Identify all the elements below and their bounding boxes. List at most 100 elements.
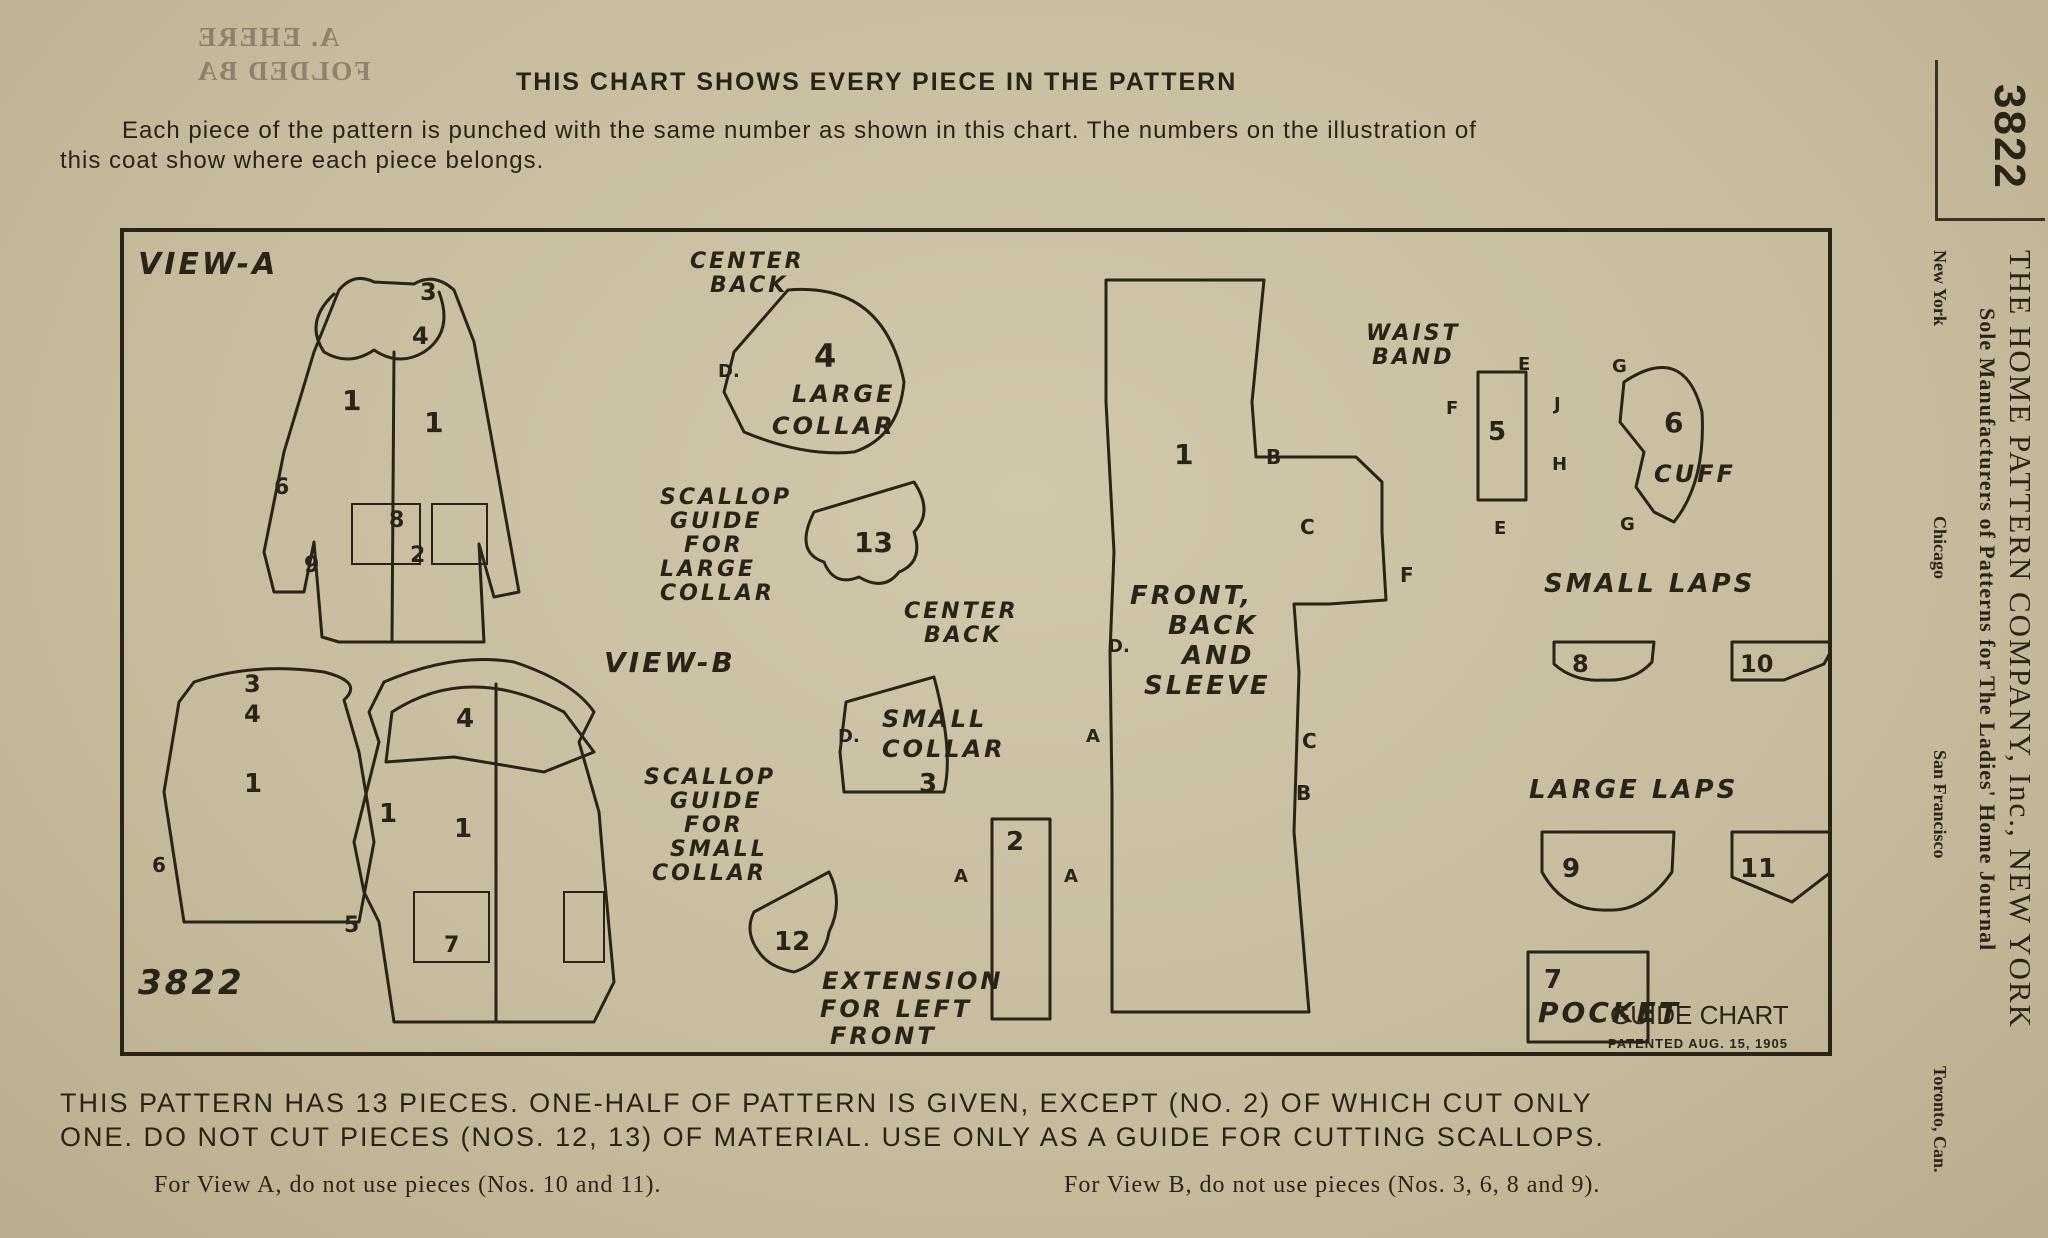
lap-9-num: 9: [1562, 854, 1580, 884]
notch-c-2: C: [1302, 729, 1317, 753]
view-b-note: For View B, do not use pieces (Nos. 3, 6…: [1064, 1172, 1601, 1198]
notch-d-1: D.: [718, 361, 740, 382]
large-collar-num: 4: [814, 337, 836, 375]
label-waist-b: BAND: [1372, 345, 1454, 370]
label-large-collar-b: COLLAR: [772, 412, 896, 440]
label-front-a: FRONT,: [1130, 581, 1253, 611]
piece-12-scallop-guide: SCALLOP GUIDE FOR SMALL COLLAR 12: [644, 765, 838, 974]
large-laps: LARGE LAPS 9 11: [1529, 775, 1828, 912]
view-a-num-3: 3: [420, 278, 437, 306]
view-a-coat-outline: [262, 276, 521, 644]
label-extension-b: FOR LEFT: [820, 995, 972, 1023]
view-a-center-front: [390, 350, 396, 644]
piece-7-pocket: 7 POCKET: [1526, 950, 1678, 1044]
view-b-num-1a: 1: [244, 769, 262, 799]
label-front-b: BACK: [1168, 611, 1258, 641]
piece-2-extension: 2 A A EXTENSION FOR LEFT FRONT: [820, 817, 1078, 1050]
notch-g-1: G: [1612, 356, 1627, 377]
notch-f: F: [1400, 563, 1414, 587]
scallop-guide-12-outline: [748, 870, 838, 974]
notch-d-3: D.: [1108, 636, 1130, 657]
guide-chart-frame: VIEW-A 3 4 1 1 6 8 9 2 VIEW-B 3 4 4: [120, 228, 1832, 1056]
extension-num: 2: [1006, 827, 1024, 857]
chart-heading: THIS CHART SHOWS EVERY PIECE IN THE PATT…: [516, 68, 1238, 96]
cuff-outline: [1618, 366, 1704, 524]
lap-9-outline: [1540, 830, 1676, 912]
side-imprint: [1925, 0, 2048, 1238]
footer-line-2: ONE. DO NOT CUT PIECES (NOS. 12, 13) OF …: [60, 1122, 1605, 1152]
view-b-num-3: 3: [244, 670, 261, 698]
label-extension-c: FRONT: [830, 1022, 937, 1050]
view-a-num-1a: 1: [342, 384, 361, 417]
label-center-back-1a: CENTER: [690, 249, 805, 274]
label-scallop-small-a: SCALLOP: [644, 765, 776, 790]
label-small-laps: SMALL LAPS: [1544, 569, 1755, 599]
view-b-num-5: 5: [344, 913, 359, 938]
large-collar-outline: [722, 287, 906, 455]
lap-8-outline: [1552, 640, 1656, 682]
lap-8-num: 8: [1572, 650, 1589, 678]
notch-b-1: B: [1266, 445, 1281, 469]
extension-outline: [990, 817, 1052, 1021]
patent-date: PATENTED AUG. 15, 1905: [1608, 1036, 1788, 1051]
lap-11-num: 11: [1740, 854, 1776, 884]
view-a-label: VIEW-A: [138, 247, 278, 282]
notch-j: J: [1552, 394, 1561, 415]
city-san-francisco: San Francisco: [1930, 750, 1950, 859]
label-large-laps: LARGE LAPS: [1529, 775, 1738, 805]
sole-manufacturers: Sole Manufacturers of Patterns for The L…: [1975, 308, 2000, 952]
front-back-sleeve-num: 1: [1174, 438, 1193, 471]
instructions-footer: THIS PATTERN HAS 13 PIECES. ONE-HALF OF …: [60, 1086, 1920, 1154]
label-large-collar-a: LARGE: [792, 380, 895, 408]
view-b-num-4b: 4: [456, 704, 474, 734]
view-a-num-4: 4: [412, 322, 429, 350]
stamp-line-2: FOLDED BA: [196, 56, 371, 86]
notch-g-2: G: [1620, 514, 1635, 535]
piece-5-waistband: WAIST BAND 5 E F J H E: [1366, 321, 1567, 539]
view-a-num-9: 9: [304, 553, 319, 578]
label-scallop-large-d: LARGE: [660, 557, 756, 582]
stamp-line-1: A. EHERE: [196, 22, 340, 52]
label-center-back-2b: BACK: [924, 623, 1002, 648]
label-front-d: SLEEVE: [1144, 671, 1271, 701]
intro-text: Each piece of the pattern is punched wit…: [60, 116, 1910, 176]
label-scallop-large-a: SCALLOP: [660, 485, 792, 510]
intro-line-2: this coat show where each piece belongs.: [60, 147, 545, 174]
view-a-pocket: [351, 503, 421, 565]
label-cuff: CUFF: [1654, 460, 1736, 488]
pocket-outline: [1526, 950, 1650, 1044]
intro-line-1: Each piece of the pattern is punched wit…: [122, 117, 1477, 144]
pattern-number: 3822: [1985, 84, 2034, 190]
footer-line-1: THIS PATTERN HAS 13 PIECES. ONE-HALF OF …: [60, 1088, 1593, 1118]
guide-chart-caption: GUIDE CHART: [1610, 1000, 1789, 1030]
view-b-num-6: 6: [152, 853, 166, 877]
notch-e-1: E: [1518, 354, 1530, 375]
label-waist-a: WAIST: [1366, 321, 1461, 346]
view-b-num-4: 4: [244, 700, 261, 728]
view-b-cape: [384, 685, 596, 774]
label-scallop-small-e: COLLAR: [652, 861, 767, 886]
label-center-back-2a: CENTER: [904, 599, 1019, 624]
view-a-num-6: 6: [274, 475, 289, 500]
waistband-num: 5: [1488, 417, 1506, 447]
lap-10-outline: [1730, 640, 1828, 682]
view-b-pocket: [413, 891, 490, 963]
notch-d-2: D.: [838, 726, 860, 747]
small-laps: SMALL LAPS 8 10: [1544, 569, 1828, 682]
label-front-c: AND: [1180, 641, 1254, 671]
view-a-num-2: 2: [410, 543, 425, 568]
label-small-collar-a: SMALL: [882, 705, 987, 733]
label-scallop-large-b: GUIDE: [670, 509, 762, 534]
city-toronto: Toronto, Can.: [1930, 1066, 1950, 1173]
cuff-num: 6: [1664, 406, 1683, 439]
piece-1-front-back-sleeve: 1 B C F C B D. A FRONT, BACK AND SLEEVE: [1086, 278, 1414, 1014]
view-a-collar: [314, 290, 446, 361]
side-divider-horizontal: [1935, 218, 2045, 221]
notch-a-left: A: [954, 866, 968, 887]
piece-13-scallop-guide: SCALLOP GUIDE FOR LARGE COLLAR 13: [660, 480, 926, 606]
piece-4-large-collar: CENTER BACK 4 D. LARGE COLLAR: [690, 249, 906, 455]
view-b-label: VIEW-B: [604, 646, 736, 679]
label-center-back-1b: BACK: [710, 273, 788, 298]
scallop-guide-13-num: 13: [854, 526, 893, 559]
